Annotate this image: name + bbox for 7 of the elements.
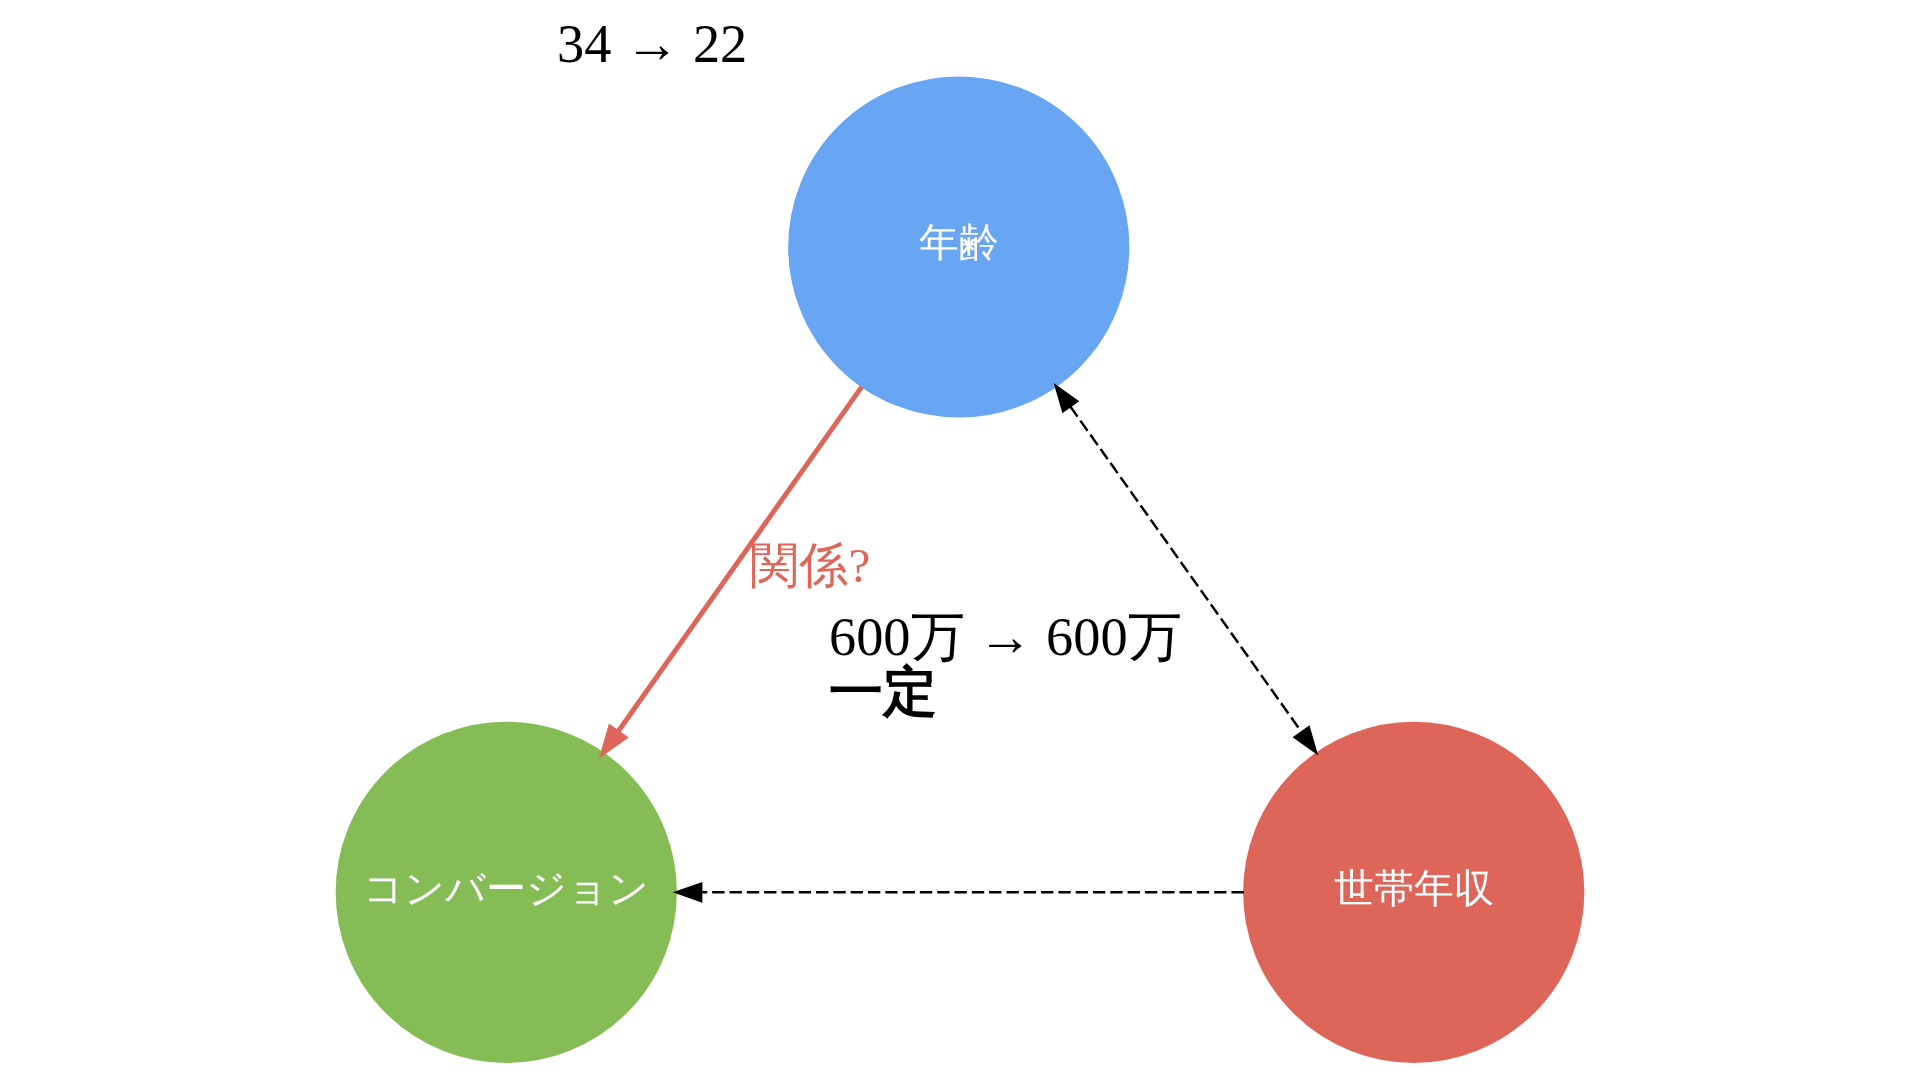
edge-label: 関係?	[750, 538, 871, 594]
arrow	[1053, 383, 1319, 756]
node-label: 34 → 22	[556, 13, 748, 74]
arrow	[598, 385, 864, 759]
arrow	[672, 881, 1244, 903]
node-circle: 世帯年収	[1243, 721, 1585, 1063]
node-circle: 年齢	[788, 76, 1130, 418]
